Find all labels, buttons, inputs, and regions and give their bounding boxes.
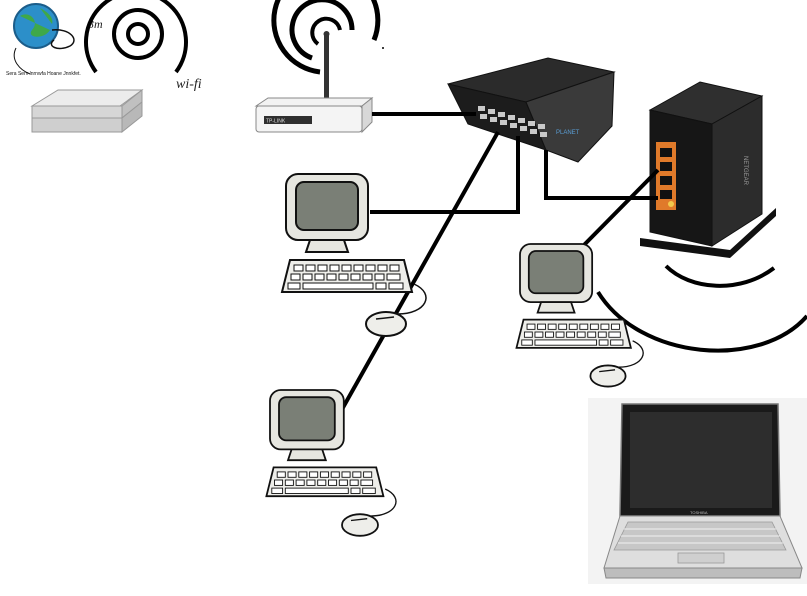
antenna-icon — [323, 31, 330, 106]
switch-ports — [478, 106, 547, 137]
netgear-router: NETGEAR — [640, 81, 776, 258]
network-cables — [334, 112, 660, 421]
modem-wifi-signal — [84, 0, 188, 74]
wifi-label: wi-fi — [176, 77, 202, 92]
netgear-ports — [656, 142, 676, 210]
desktop-pc-2 — [265, 389, 397, 537]
network-switch: PLANET — [447, 57, 616, 163]
wireless-router: TP-LINK — [254, 31, 374, 134]
wireless-router-signal — [271, 0, 384, 75]
globe-icon — [13, 3, 59, 49]
globe-caption: Sera Serv lnrnwfa Hoane Jnnkfet. — [6, 71, 81, 77]
cable-switch-netgear — [544, 150, 658, 200]
modem-cable — [50, 29, 75, 50]
cable-pc2-switch — [334, 131, 500, 421]
cable-pc3-netgear — [581, 168, 660, 248]
netgear-brand-label: NETGEAR — [742, 156, 748, 186]
desktop-pc-1 — [281, 173, 427, 337]
desktop-pc-3 — [515, 243, 645, 388]
laptop-brand-label: TOSHIBA — [690, 510, 708, 515]
netgear-stand — [640, 208, 776, 258]
cable-pc1-switch — [370, 136, 520, 214]
switch-brand-label: PLANET — [556, 130, 580, 136]
dsl-modem — [30, 88, 144, 134]
netgear-router-signal — [596, 264, 807, 353]
router-brand-label: TP-LINK — [266, 119, 286, 125]
laptop-icon: TOSHIBA — [588, 398, 807, 584]
